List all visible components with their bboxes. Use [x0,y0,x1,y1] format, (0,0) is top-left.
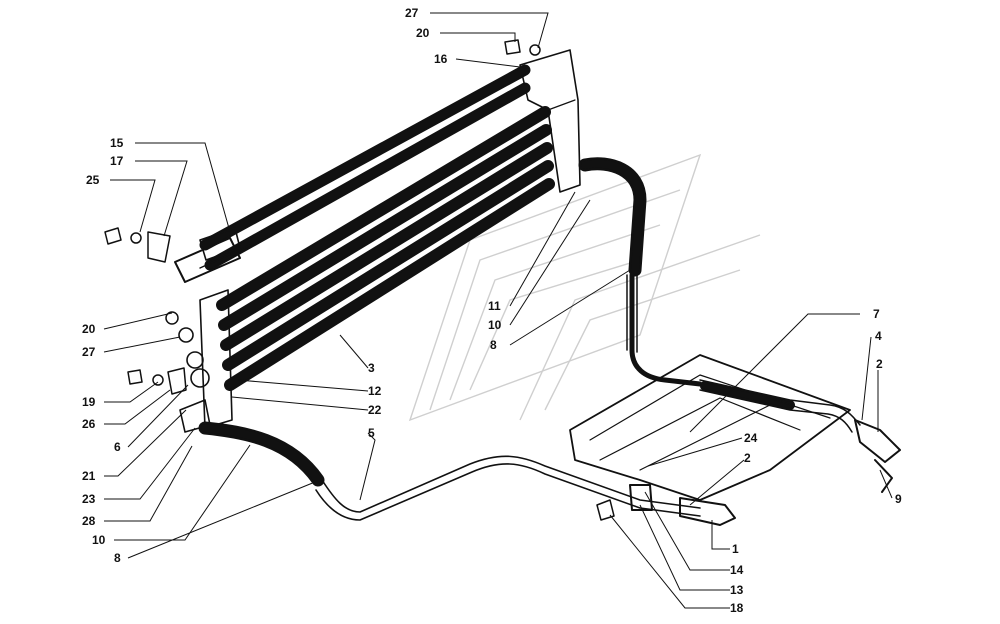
callout-11: 11 [488,299,501,313]
callout-18: 18 [730,601,744,615]
callout-14: 14 [730,563,744,577]
callout-25: 25 [86,173,100,187]
callout-21: 21 [82,469,96,483]
callout-3: 3 [368,361,375,375]
leader-2b [689,459,745,506]
callout-8b: 8 [114,551,121,565]
leader-27a [430,12,549,49]
leader-19 [104,381,159,403]
fasteners [104,39,615,521]
callout-19: 19 [82,395,96,409]
leader-5 [359,432,376,501]
callout-10b: 10 [92,533,106,547]
callout-22: 22 [368,403,382,417]
leader-20a [440,32,516,42]
leader-26 [104,389,171,425]
callout-28: 28 [82,514,96,528]
leader-11 [509,191,576,307]
callout-1: 1 [732,542,739,556]
callout-9: 9 [895,492,902,506]
leader-14 [644,491,730,571]
leader-4 [861,336,872,421]
callout-17: 17 [110,154,124,168]
callout-27a: 27 [405,6,419,20]
leader-22 [231,396,369,411]
leader-15 [135,142,231,233]
leader-8a [509,269,631,346]
leader-25 [110,179,156,233]
callout-10a: 10 [488,318,502,332]
leader-27b [103,336,181,353]
leader-12 [237,379,369,392]
leader-28 [104,445,193,522]
leader-23 [104,427,196,500]
oil-lines [198,157,901,526]
callout-16: 16 [434,52,448,66]
callout-13: 13 [730,583,744,597]
leader-3 [339,334,369,369]
callout-5: 5 [368,426,375,440]
watermark-logo [408,153,761,422]
oil-cooler-core [174,49,581,433]
leader-10a [509,199,591,326]
callout-23: 23 [82,492,96,506]
callout-27b: 27 [82,345,96,359]
callout-6: 6 [114,440,121,454]
callout-7: 7 [873,307,880,321]
leader-9 [879,469,893,499]
callout-20a: 20 [416,26,430,40]
callout-12: 12 [368,384,382,398]
leader-8b [127,481,316,559]
leader-7 [689,313,860,433]
leader-10b [114,444,251,541]
leader-1 [711,520,730,550]
leader-24 [647,437,743,467]
callout-20b: 20 [82,322,96,336]
leader-6 [127,384,189,448]
leader-16 [455,58,529,69]
leader-20b [103,312,173,330]
callout-24: 24 [744,431,758,445]
callout-2b: 2 [744,451,751,465]
leader-18 [609,514,730,609]
callout-labels: 27 20 16 15 17 25 11 10 8 7 4 2 20 27 3 … [82,6,902,615]
leader-21 [104,409,187,477]
leader-17 [135,160,188,237]
callout-2a: 2 [876,357,883,371]
leader-13 [639,504,730,591]
callout-4: 4 [875,329,882,343]
callout-26: 26 [82,417,96,431]
callout-8a: 8 [490,338,497,352]
mounting-plate [569,354,851,501]
callout-15: 15 [110,136,124,150]
